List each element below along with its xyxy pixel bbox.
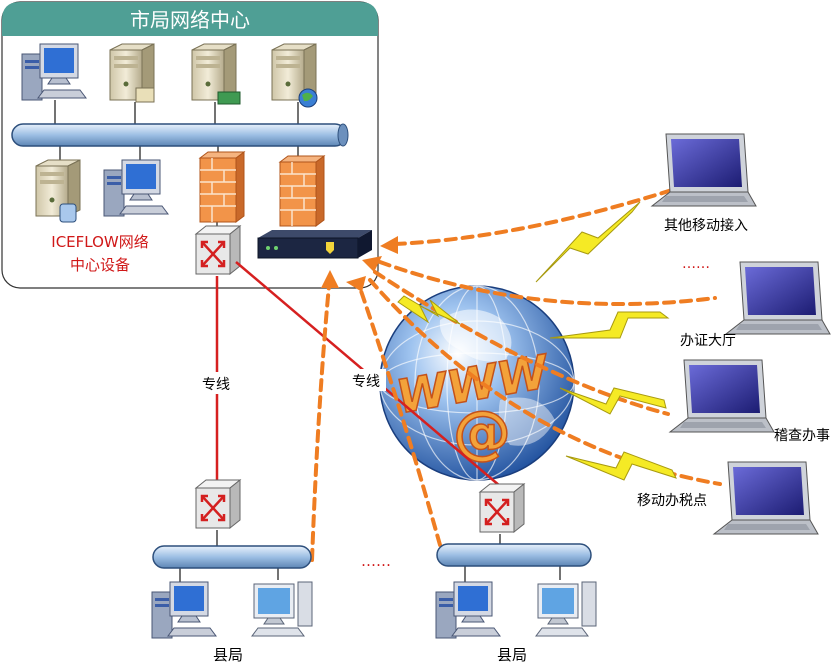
center-network-bus [11,123,347,147]
county-left-bus [152,545,312,569]
iceflow-device-icon [257,230,372,259]
remote-ellipsis: …… [682,256,710,272]
document-badge-icon [135,87,155,103]
lightning-bolt-icon [565,451,677,481]
arrow-head [380,236,398,254]
database-badge-icon [59,203,77,223]
county-left-switch-icon [194,478,242,530]
label-county-right: 县局 [497,646,527,664]
center-header [2,2,378,36]
laptop-icon [651,133,757,207]
desktop-pc-icon [251,581,313,637]
county-right-bus [436,543,592,567]
county-right-switch-icon [478,482,526,534]
label-other-mobile: 其他移动接入 [664,217,748,234]
vpn-link-service-hall [378,260,717,307]
county-left-drops [179,530,279,582]
workstation-icon [435,581,501,639]
dedicated-label-right: 专线 [352,374,380,390]
money-badge-icon [217,91,241,105]
county-ellipsis: …… [361,552,391,570]
center-switch-icon [194,224,242,276]
wireless-bolts [397,201,677,481]
laptop-icon [725,261,831,335]
label-county-left: 县局 [213,646,243,664]
dedicated-label-right-bg [346,369,386,391]
dedicated-label-left-bg [196,372,236,394]
at-sign-text: @ [453,398,511,466]
label-audit-office: 稽查办事 [774,428,830,444]
label-mobile-tax-point: 移动办税点 [637,493,707,509]
iceflow-label-line1: ICEFLOW网络 [51,233,148,251]
internet-globe-icon [379,285,575,481]
lightning-bolt-icon [559,387,667,415]
vpn-link-county-left [310,273,332,562]
county-right-drops [464,534,561,582]
www-text: WWW [393,344,555,424]
lightning-bolt-icon [397,295,461,325]
center-bus-end [337,123,349,147]
laptop-icon [713,461,819,535]
globe-badge-land-icon [302,92,313,102]
vpn-arrowheads [321,236,398,292]
lightning-bolt-icon [535,201,641,283]
dedicated-label-left: 专线 [202,377,230,393]
vpn-link-other-mobile [393,188,674,246]
arrow-head [321,270,339,288]
laptop-icon [669,359,775,433]
vpn-link-county-right [356,280,442,547]
iceflow-label-line2: 中心设备 [70,256,130,274]
firewall-icon [279,155,325,227]
desktop-pc-icon [535,581,597,637]
arrow-head [346,276,366,292]
vpn-link-audit [373,270,670,416]
label-service-hall: 办证大厅 [680,333,736,349]
firewall-icon [199,151,245,223]
lightning-bolt-icon [549,311,670,339]
workstation-icon [151,581,217,639]
center-title: 市局网络中心 [130,8,250,32]
arrow-head [362,256,382,272]
